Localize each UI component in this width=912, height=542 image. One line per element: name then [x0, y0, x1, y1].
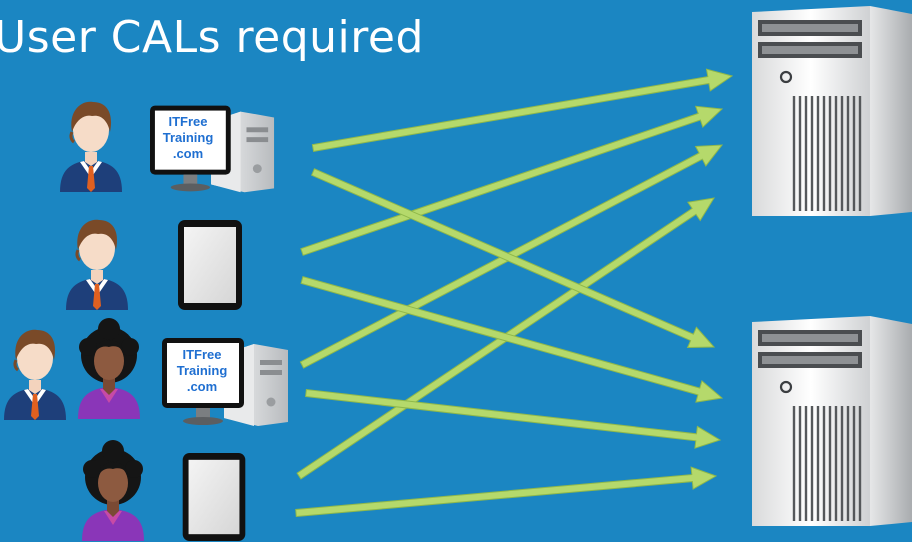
tablet-icon [178, 220, 242, 310]
businessman-icon [64, 218, 130, 310]
connection-arrow [295, 466, 718, 518]
connection-arrow [311, 68, 734, 152]
slide-title: User CALs required [0, 12, 424, 63]
desktop-logo-line1: ITFree [168, 114, 207, 129]
server-tower-icon [752, 6, 912, 216]
businessman-icon [2, 328, 68, 420]
tablet-icon [182, 452, 246, 542]
desktop-logo-line3: .com [173, 146, 203, 161]
server-tower-icon [752, 316, 912, 526]
desktop-logo-line2: Training [163, 130, 214, 145]
connection-arrow [305, 388, 722, 449]
connection-arrow [300, 105, 724, 256]
connection-arrow [310, 168, 716, 349]
desktop-computer-icon: ITFree Training .com [162, 338, 288, 426]
desktop-logo-line1: ITFree [182, 347, 221, 362]
businesswoman-icon [82, 440, 144, 541]
connection-arrow [300, 275, 724, 403]
desktop-computer-icon: ITFree Training .com [150, 105, 275, 193]
arrow-group [295, 68, 734, 518]
businessman-icon [58, 100, 124, 192]
businesswoman-icon [78, 318, 140, 419]
desktop-logo-line2: Training [177, 363, 228, 378]
desktop-logo-line3: .com [187, 379, 217, 394]
